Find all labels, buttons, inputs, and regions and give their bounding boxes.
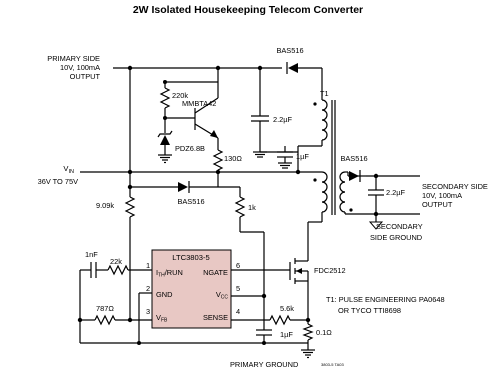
resistor-9-09k: [124, 187, 136, 320]
secondary-side-rating: 10V, 100mA: [422, 191, 462, 200]
pin2-net: [138, 292, 152, 343]
transformer-t1: [313, 99, 353, 215]
capacitor-c-vcc: [256, 296, 272, 343]
r-5-6k-label: 5.6k: [280, 304, 294, 313]
primary-side-rating: 10V, 100mA: [60, 63, 100, 72]
ic-pin-number-1: 1: [146, 261, 150, 270]
d1-label: BAS516: [276, 46, 303, 55]
figure-code: 3803-5 TA03: [321, 362, 345, 367]
vin-v: V: [63, 164, 69, 173]
t1-note-line1: T1: PULSE ENGINEERING PA0648: [326, 295, 445, 304]
ic-pin3-main: V: [156, 313, 161, 322]
ic-pin3-name: VFB: [156, 313, 168, 324]
base-net: [163, 116, 195, 120]
vin-range-label: 36V TO 75V: [38, 177, 78, 186]
ic-pin-number-5: 5: [236, 284, 240, 293]
pin3-net: [77, 314, 152, 326]
c-vcc-label: 1µF: [280, 330, 293, 339]
primary-side-output: OUTPUT: [70, 72, 101, 81]
primary-ground-label: PRIMARY GROUND: [230, 360, 298, 369]
ic-pin-number-4: 4: [236, 307, 240, 316]
secondary-ground-label-2: SIDE GROUND: [370, 233, 422, 242]
zener-ground: [158, 154, 172, 164]
secondary-ground-symbol: [368, 221, 384, 230]
ic-pin2-name: GND: [156, 290, 172, 299]
t1-note-line2: OR TYCO TTI8698: [338, 306, 401, 315]
r-220k-label: 220k: [172, 91, 188, 100]
resistor-220k: [159, 82, 171, 118]
ic-pin1-main: I: [156, 268, 158, 277]
ic-pin-number-6: 6: [236, 261, 240, 270]
ic-pin1-rest: /RUN: [165, 268, 183, 277]
figure-title: 2W Isolated Housekeeping Telecom Convert…: [133, 4, 363, 16]
c-comp-label: 1nF: [85, 250, 98, 259]
ic-ltc3803-5: [151, 249, 232, 329]
diode-d1: [286, 62, 298, 74]
feedback-top-net: [163, 68, 219, 84]
zener-diode: [157, 118, 173, 155]
ic-pin1-sub: TH: [158, 273, 165, 279]
transistor-label: MMBTA42: [182, 99, 216, 108]
resistor-sense: [302, 300, 314, 343]
capacitor-c-primary: [251, 68, 269, 152]
c-secondary-label: 2.2µF: [386, 188, 406, 197]
ic-pin5-sub: CC: [221, 295, 229, 301]
primary-ground-bus: [80, 341, 315, 359]
c-mid-label: 1µF: [296, 152, 309, 161]
ic-pin5-name: VCC: [216, 290, 229, 301]
primary-side-label: PRIMARY SIDE: [47, 54, 100, 63]
diode-d3: [349, 170, 361, 182]
secondary-ground-label: SECONDARY: [376, 222, 423, 231]
ic-pin6-name: NGATE: [203, 268, 228, 277]
ic-pin-number-3: 3: [146, 307, 150, 316]
primary-output-net: [113, 65, 323, 100]
transformer-label: T1: [320, 89, 329, 98]
vin-sub: IN: [69, 169, 75, 175]
pin4-net: [231, 314, 311, 326]
r-sense-label: 0.1Ω: [316, 328, 332, 337]
ic-pin1-name: ITH/RUN: [156, 268, 183, 279]
drain-net: [307, 212, 323, 258]
primary-cap-ground: [253, 151, 292, 169]
ic-pin3-sub: FB: [161, 318, 168, 324]
r-787-label: 787Ω: [96, 304, 114, 313]
diode-d2: [178, 181, 218, 193]
r-9-09k-label: 9.09k: [96, 201, 114, 210]
aux-winding-net: [260, 140, 323, 153]
mosfet-fdc2512: [289, 258, 309, 300]
transistor-mmbta42: [194, 82, 219, 144]
r-22k-label: 22k: [110, 257, 122, 266]
secondary-side-output: OUTPUT: [422, 200, 453, 209]
pin5-net: [231, 293, 267, 299]
vin-label: VIN: [63, 164, 74, 175]
d2-label: BAS516: [177, 197, 204, 206]
capacitor-c-mid: [277, 146, 293, 163]
ic-pin4-name: SENSE: [203, 313, 228, 322]
ic-pin5-main: V: [216, 290, 221, 299]
r-130-label: 130Ω: [224, 154, 242, 163]
pin1-net: [79, 262, 152, 343]
r-1k-label: 1k: [248, 203, 256, 212]
secondary-side-label: SECONDARY SIDE: [422, 182, 488, 191]
secondary-net: [344, 171, 420, 222]
c-primary-label: 2.2µF: [273, 115, 293, 124]
mosfet-label: FDC2512: [314, 266, 346, 275]
ic-pin-number-2: 2: [146, 284, 150, 293]
zener-label: PDZ6.8B: [175, 144, 205, 153]
capacitor-c-secondary: [368, 189, 384, 197]
d3-label: BAS516: [340, 154, 367, 163]
ic-name: LTC3803-5: [172, 253, 209, 262]
resistor-1k: [218, 186, 265, 296]
resistor-130: [212, 144, 224, 187]
left-rail: [127, 68, 178, 190]
